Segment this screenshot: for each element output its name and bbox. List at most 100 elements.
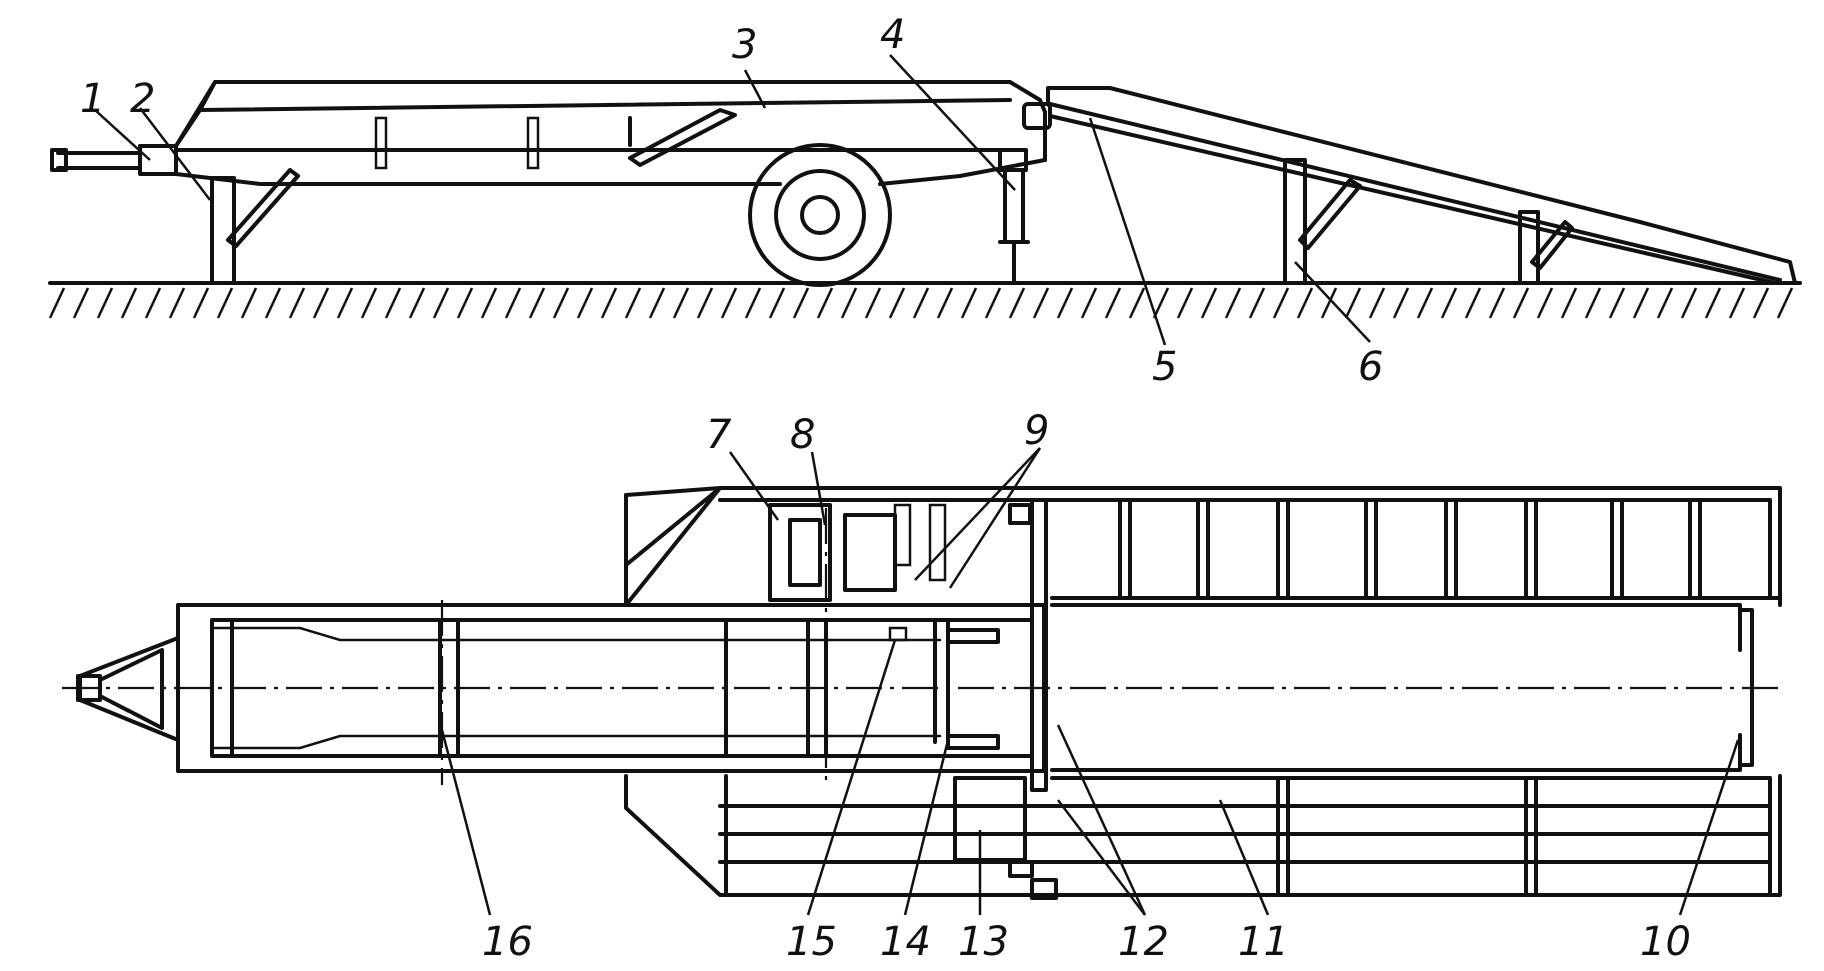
hatch-mark	[1056, 287, 1074, 319]
hatch-mark	[288, 287, 306, 319]
hatch-mark	[1752, 287, 1770, 319]
hatch-mark	[1512, 287, 1530, 319]
upper-brace	[628, 108, 737, 167]
callout-9: 9	[1024, 408, 1049, 454]
callout-2: 2	[130, 76, 155, 122]
hatch-mark	[960, 287, 978, 319]
callout-13: 13	[958, 919, 1009, 965]
hatch-mark	[480, 287, 498, 319]
hatch-mark	[72, 287, 90, 319]
hatch-mark	[1200, 287, 1218, 319]
hatch-mark	[912, 287, 930, 319]
hatch-mark	[1008, 287, 1026, 319]
hatch-mark	[744, 287, 762, 319]
hatch-mark	[456, 287, 474, 319]
hatch-mark	[1704, 287, 1722, 319]
hatch-mark	[984, 287, 1002, 319]
toolbox	[953, 776, 1027, 862]
hatch-mark	[768, 287, 786, 319]
hatch-mark	[1680, 287, 1698, 319]
hatch-mark	[1584, 287, 1602, 319]
hatch-mark	[48, 287, 66, 319]
hatch-mark	[576, 287, 594, 319]
callout-11: 11	[1238, 919, 1289, 965]
hatch-mark	[360, 287, 378, 319]
hatch-mark	[864, 287, 882, 319]
hatch-mark	[1176, 287, 1194, 319]
hatch-mark	[1560, 287, 1578, 319]
hatch-mark	[1248, 287, 1266, 319]
ground-hatching	[48, 287, 1794, 319]
hatch-mark	[408, 287, 426, 319]
hatch-mark	[1632, 287, 1650, 319]
hatch-mark	[1440, 287, 1458, 319]
hatch-mark	[1488, 287, 1506, 319]
hatch-mark	[1128, 287, 1146, 319]
hatch-mark	[1776, 287, 1794, 319]
hatch-mark	[696, 287, 714, 319]
upper-crossmembers	[1118, 498, 1702, 600]
wheel	[748, 143, 892, 287]
hatch-mark	[504, 287, 522, 319]
hatch-mark	[672, 287, 690, 319]
hatch-mark	[264, 287, 282, 319]
hatch-mark	[648, 287, 666, 319]
hatch-mark	[888, 287, 906, 319]
hatch-mark	[1272, 287, 1290, 319]
hatch-mark	[792, 287, 810, 319]
hatch-mark	[600, 287, 618, 319]
toolbox-foot	[1008, 860, 1034, 878]
hatch-mark	[144, 287, 162, 319]
hatch-mark	[216, 287, 234, 319]
ramp-supports	[1283, 158, 1574, 285]
callout-15: 15	[786, 919, 837, 965]
hatch-mark	[336, 287, 354, 319]
upper-deck	[624, 486, 1782, 607]
callout-16: 16	[482, 919, 533, 965]
drawbar	[50, 144, 178, 176]
hatch-mark	[1728, 287, 1746, 319]
hatch-mark	[96, 287, 114, 319]
hatch-mark	[312, 287, 330, 319]
callout-labels: 1 2 3 4 5 6 7 8 9 10 11 12 13 14 15 16	[80, 12, 1691, 965]
hatch-mark	[192, 287, 210, 319]
hatch-mark	[1080, 287, 1098, 319]
hatch-mark	[168, 287, 186, 319]
callout-8: 8	[790, 412, 815, 458]
callout-3: 3	[732, 22, 757, 68]
trailer-platform	[174, 80, 1047, 186]
hatch-mark	[1296, 287, 1314, 319]
hatch-mark	[1464, 287, 1482, 319]
hatch-mark	[624, 287, 642, 319]
frame-posts	[374, 116, 632, 170]
hatch-mark	[432, 287, 450, 319]
hatch-mark	[552, 287, 570, 319]
hatch-mark	[1536, 287, 1554, 319]
hatch-mark	[1368, 287, 1386, 319]
hatch-mark	[240, 287, 258, 319]
callout-6: 6	[1358, 344, 1383, 390]
hatch-mark	[936, 287, 954, 319]
ramp	[1046, 86, 1797, 285]
callout-10: 10	[1640, 919, 1691, 965]
front-support-leg	[210, 168, 300, 285]
callout-7: 7	[706, 412, 732, 458]
hatch-mark	[528, 287, 546, 319]
equipment-block	[768, 498, 1058, 900]
callout-4: 4	[880, 12, 905, 58]
side-view	[48, 80, 1802, 319]
hatch-mark	[120, 287, 138, 319]
hatch-mark	[1152, 287, 1170, 319]
hatch-mark	[816, 287, 834, 319]
callout-12: 12	[1118, 919, 1169, 965]
hatch-mark	[1392, 287, 1410, 319]
callout-5: 5	[1152, 344, 1177, 390]
hatch-mark	[1656, 287, 1674, 319]
hatch-mark	[1344, 287, 1362, 319]
hatch-mark	[840, 287, 858, 319]
hatch-mark	[1032, 287, 1050, 319]
plan-view	[62, 486, 1785, 900]
hatch-mark	[1608, 287, 1626, 319]
hatch-mark	[1320, 287, 1338, 319]
callout-14: 14	[880, 919, 931, 965]
